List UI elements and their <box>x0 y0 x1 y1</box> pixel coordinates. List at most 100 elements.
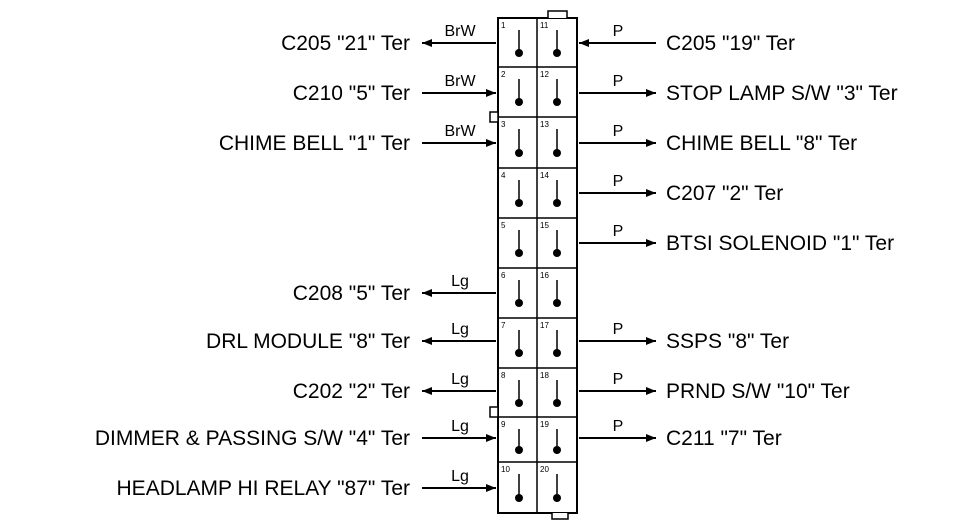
circuit-label: C207 "2" Ter <box>666 182 783 205</box>
arrow-head <box>646 239 656 247</box>
circuit-label: SSPS "8" Ter <box>666 330 789 353</box>
terminal-dot <box>553 299 561 307</box>
arrow-head <box>646 387 656 395</box>
wire-color-label: Lg <box>451 468 469 485</box>
arrow-head <box>422 39 432 47</box>
left-circuit: DIMMER & PASSING S/W "4" Ter Lg <box>95 418 496 450</box>
pin-number: 20 <box>540 465 549 474</box>
pin-number: 13 <box>540 120 549 129</box>
pin-number: 4 <box>501 171 506 180</box>
wire-color-label: P <box>613 123 624 140</box>
circuit-label: STOP LAMP S/W "3" Ter <box>666 82 898 105</box>
left-circuit: C205 "21" Ter BrW <box>281 23 496 55</box>
circuit-label: C202 "2" Ter <box>293 380 410 403</box>
wire-color-label: Lg <box>451 371 469 388</box>
wire-color-label: Lg <box>451 321 469 338</box>
terminal-dot <box>515 494 523 502</box>
circuit-label: C210 "5" Ter <box>293 82 410 105</box>
pin-number: 8 <box>501 371 506 380</box>
terminal-dot <box>515 98 523 106</box>
arrow-head <box>646 434 656 442</box>
connector-latch-bottom <box>551 513 569 520</box>
right-circuit: STOP LAMP S/W "3" Ter P <box>579 73 898 105</box>
pin-number: 1 <box>501 21 506 30</box>
pin-number: 10 <box>501 465 510 474</box>
circuit-label: HEADLAMP HI RELAY "87" Ter <box>117 477 410 500</box>
wire-color-label: P <box>613 73 624 90</box>
wire-color-label: P <box>613 321 624 338</box>
circuit-label: DIMMER & PASSING S/W "4" Ter <box>95 427 410 450</box>
arrow-head <box>646 139 656 147</box>
right-circuit: PRND S/W "10" Ter P <box>579 371 850 403</box>
terminal-dot <box>553 399 561 407</box>
left-circuit: CHIME BELL "1" Ter BrW <box>219 123 496 155</box>
connector-key <box>489 406 499 418</box>
arrow-head <box>422 337 432 345</box>
pin-number: 16 <box>540 271 549 280</box>
pin-number: 5 <box>501 221 506 230</box>
wire-color-label: P <box>613 371 624 388</box>
arrow-head <box>579 39 589 47</box>
pin-number: 14 <box>540 171 549 180</box>
arrow-head <box>422 387 432 395</box>
pin-number: 11 <box>540 21 549 30</box>
circuit-label: PRND S/W "10" Ter <box>666 380 850 403</box>
wire-color-label: BrW <box>444 23 476 40</box>
right-circuit: SSPS "8" Ter P <box>579 321 789 353</box>
circuit-label: C205 "21" Ter <box>281 32 410 55</box>
wire-color-label: Lg <box>451 273 469 290</box>
pin-number: 17 <box>540 321 549 330</box>
arrow-head <box>422 289 432 297</box>
terminal-dot <box>515 49 523 57</box>
wire-color-label: P <box>613 23 624 40</box>
terminal-dot <box>553 199 561 207</box>
connector-key <box>489 111 499 123</box>
terminal-dot <box>553 494 561 502</box>
terminal-dot <box>553 98 561 106</box>
wire-color-label: BrW <box>444 123 476 140</box>
arrow-head <box>646 89 656 97</box>
pin-number: 19 <box>540 420 549 429</box>
wire-color-label: BrW <box>444 73 476 90</box>
terminal-dot <box>515 149 523 157</box>
terminal-dot <box>553 49 561 57</box>
pin-number: 12 <box>540 70 549 79</box>
terminal-dot <box>553 149 561 157</box>
pin-number: 2 <box>501 70 506 79</box>
wire-color-label: P <box>613 173 624 190</box>
right-circuit: C205 "19" Ter P <box>579 23 795 55</box>
arrow-head <box>486 139 496 147</box>
wire-color-label: P <box>613 418 624 435</box>
arrow-head <box>646 189 656 197</box>
terminal-dot <box>553 446 561 454</box>
circuit-label: C211 "7" Ter <box>666 427 782 450</box>
left-circuit: C202 "2" Ter Lg <box>293 371 496 403</box>
terminal-dot <box>515 399 523 407</box>
circuit-label: C205 "19" Ter <box>666 32 795 55</box>
circuit-label: BTSI SOLENOID "1" Ter <box>666 232 894 255</box>
pin-number: 3 <box>501 120 506 129</box>
terminal-dot <box>515 249 523 257</box>
right-circuit: C211 "7" Ter P <box>579 418 782 450</box>
pin-number: 18 <box>540 371 549 380</box>
connector-latch-top <box>547 10 568 18</box>
terminal-dot <box>515 446 523 454</box>
circuit-label: C208 "5" Ter <box>293 282 410 305</box>
left-circuit: C210 "5" Ter BrW <box>293 73 496 105</box>
terminal-dot <box>515 349 523 357</box>
pin-number: 15 <box>540 221 549 230</box>
left-circuit: C208 "5" Ter Lg <box>293 273 496 305</box>
terminal-dot <box>553 249 561 257</box>
wire-color-label: Lg <box>451 418 469 435</box>
pin-number: 9 <box>501 420 506 429</box>
terminal-dot <box>515 199 523 207</box>
left-circuit: HEADLAMP HI RELAY "87" Ter Lg <box>117 468 496 500</box>
pin-number: 6 <box>501 271 506 280</box>
circuit-label: CHIME BELL "1" Ter <box>219 132 410 155</box>
